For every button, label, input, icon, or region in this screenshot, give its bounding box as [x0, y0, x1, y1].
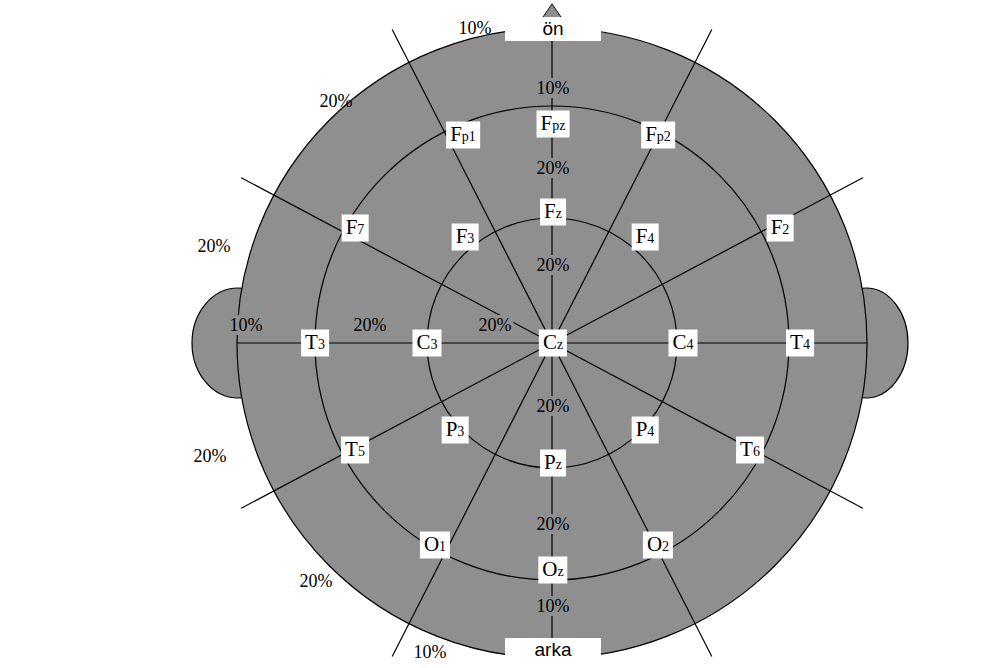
electrode-label: Oz	[542, 559, 563, 582]
electrode-box: Cz	[539, 330, 567, 357]
electrode-box: F7	[342, 215, 369, 242]
head-outline	[237, 28, 867, 658]
distance-percent: 20%	[196, 236, 233, 256]
electrode-box: Fp1	[446, 122, 480, 149]
electrode-label: F3	[456, 226, 475, 249]
electrode-label: T6	[740, 439, 760, 462]
electrode-label: Cz	[543, 332, 563, 355]
distance-percent: 20%	[535, 514, 572, 534]
electrode-label: Pz	[544, 452, 562, 475]
electrode-label: Fz	[544, 201, 562, 224]
electrode-box: F2	[767, 215, 794, 242]
electrode-label: F2	[771, 217, 790, 240]
distance-percent: 20%	[535, 158, 572, 178]
distance-percent: 10%	[457, 18, 494, 38]
electrode-box: O1	[420, 532, 450, 559]
distance-percent: 20%	[298, 571, 335, 591]
distance-percent: 20%	[318, 91, 355, 111]
distance-percent: 20%	[192, 446, 229, 466]
distance-percent: 10%	[535, 78, 572, 98]
distance-percent: 10%	[412, 642, 449, 662]
electrode-box: T4	[786, 330, 814, 357]
electrode-label: C4	[672, 332, 693, 355]
electrode-box: C3	[412, 330, 441, 357]
direction-label: ön	[542, 18, 563, 39]
electrode-label: T3	[305, 332, 325, 355]
electrode-box: O2	[643, 532, 673, 559]
electrode-box: Fpz	[537, 111, 570, 138]
electrode-label: Fp1	[450, 124, 476, 147]
electrode-label: C3	[416, 332, 437, 355]
distance-percent: 20%	[352, 315, 389, 335]
electrode-box: Fp2	[641, 122, 675, 149]
electrode-label: O1	[424, 534, 446, 557]
electrode-label: P3	[446, 419, 465, 442]
electrode-box: C4	[668, 330, 697, 357]
direction-label: arka	[535, 639, 572, 660]
electrode-box: F3	[452, 224, 479, 251]
electrode-label: O2	[647, 534, 669, 557]
electrode-box: P3	[442, 417, 469, 444]
radial-line	[241, 178, 863, 509]
direction-box: arka	[505, 638, 601, 662]
electrode-box: P4	[632, 417, 659, 444]
electrode-box: Oz	[538, 557, 567, 584]
electrode-label: F7	[346, 217, 365, 240]
electrode-box: T6	[736, 437, 764, 464]
distance-percent: 20%	[477, 315, 514, 335]
radial-line	[392, 29, 712, 656]
radial-line	[241, 178, 863, 509]
distance-percent: 10%	[535, 596, 572, 616]
electrode-label: T4	[790, 332, 810, 355]
electrode-box: Fz	[540, 199, 566, 226]
radial-lines	[241, 29, 863, 656]
electrode-box: T3	[301, 330, 329, 357]
electrode-label: T5	[345, 439, 365, 462]
electrode-label: Fp2	[645, 124, 671, 147]
electrode-box: F4	[632, 224, 659, 251]
radial-line	[392, 29, 712, 656]
distance-percent: 20%	[535, 255, 572, 275]
distance-percent: 20%	[535, 396, 572, 416]
distance-percent: 10%	[228, 315, 265, 335]
electrode-box: T5	[341, 437, 369, 464]
electrode-label: Fpz	[541, 113, 566, 136]
electrode-box: Pz	[540, 450, 566, 477]
direction-box: ön	[505, 17, 601, 41]
electrode-label: P4	[636, 419, 655, 442]
electrode-label: F4	[636, 226, 655, 249]
